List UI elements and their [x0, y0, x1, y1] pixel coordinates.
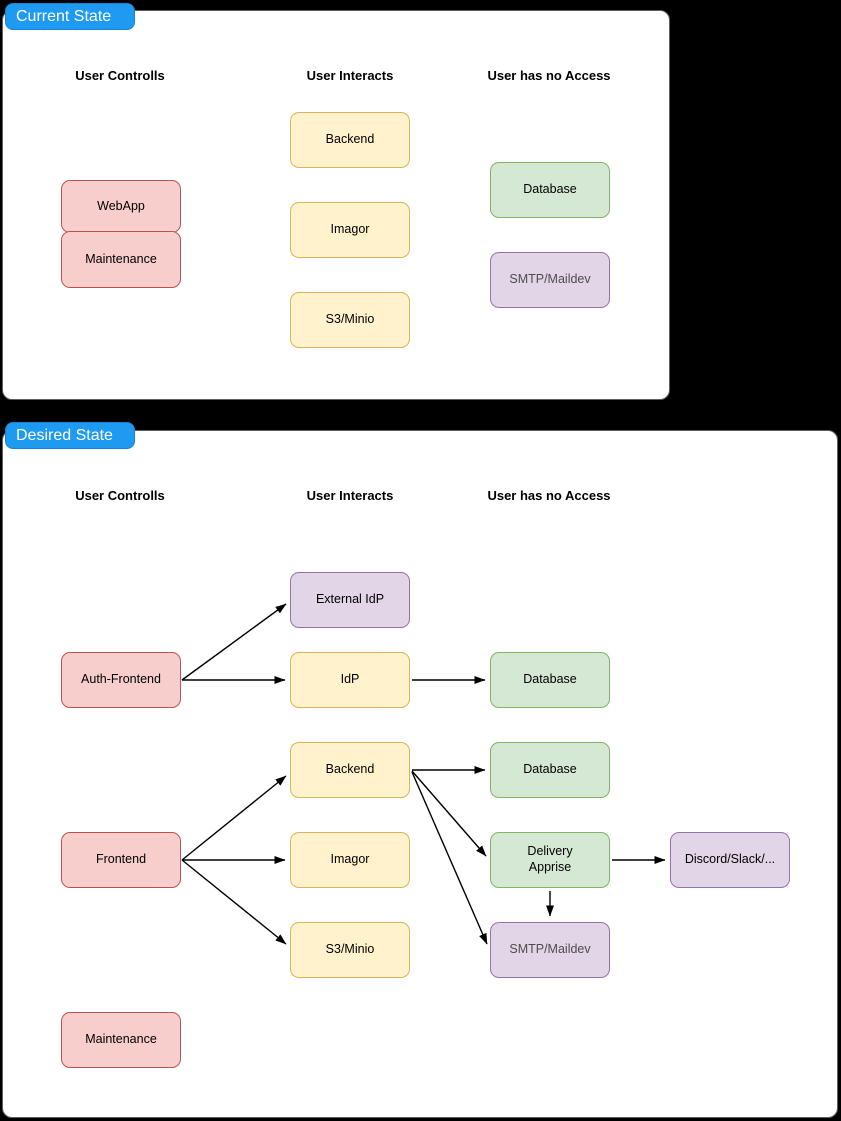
- node-database-idp: Database: [490, 652, 610, 708]
- desired-column-header-user-interacts: User Interacts: [306, 488, 394, 503]
- node-imagor-desired: Imagor: [290, 832, 410, 888]
- node-maintenance-desired: Maintenance: [61, 1012, 181, 1068]
- node-webapp: WebApp: [61, 180, 181, 233]
- current-state-tab-label: Current State: [5, 3, 135, 30]
- node-backend-current: Backend: [290, 112, 410, 168]
- desired-column-header-user-controlls: User Controlls: [75, 488, 165, 503]
- current-column-header-user-has-no-access: User has no Access: [487, 68, 611, 83]
- node-auth-frontend: Auth-Frontend: [61, 652, 181, 708]
- node-imagor-current: Imagor: [290, 202, 410, 258]
- node-s3minio-desired: S3/Minio: [290, 922, 410, 978]
- current-column-header-user-controlls: User Controlls: [75, 68, 165, 83]
- current-column-header-user-interacts: User Interacts: [306, 68, 394, 83]
- node-delivery-apprise: Delivery Apprise: [490, 832, 610, 888]
- node-database-current: Database: [490, 162, 610, 218]
- desired-state-tab-label: Desired State: [5, 422, 135, 449]
- desired-column-header-user-has-no-access: User has no Access: [487, 488, 611, 503]
- node-frontend: Frontend: [61, 832, 181, 888]
- node-discord-slack: Discord/Slack/...: [670, 832, 790, 888]
- node-s3minio-current: S3/Minio: [290, 292, 410, 348]
- node-maintenance-current: Maintenance: [61, 231, 181, 288]
- node-smtp-maildev-desired: SMTP/Maildev: [490, 922, 610, 978]
- node-external-idp: External IdP: [290, 572, 410, 628]
- node-database-backend: Database: [490, 742, 610, 798]
- node-backend-desired: Backend: [290, 742, 410, 798]
- node-idp: IdP: [290, 652, 410, 708]
- node-smtp-maildev-current: SMTP/Maildev: [490, 252, 610, 308]
